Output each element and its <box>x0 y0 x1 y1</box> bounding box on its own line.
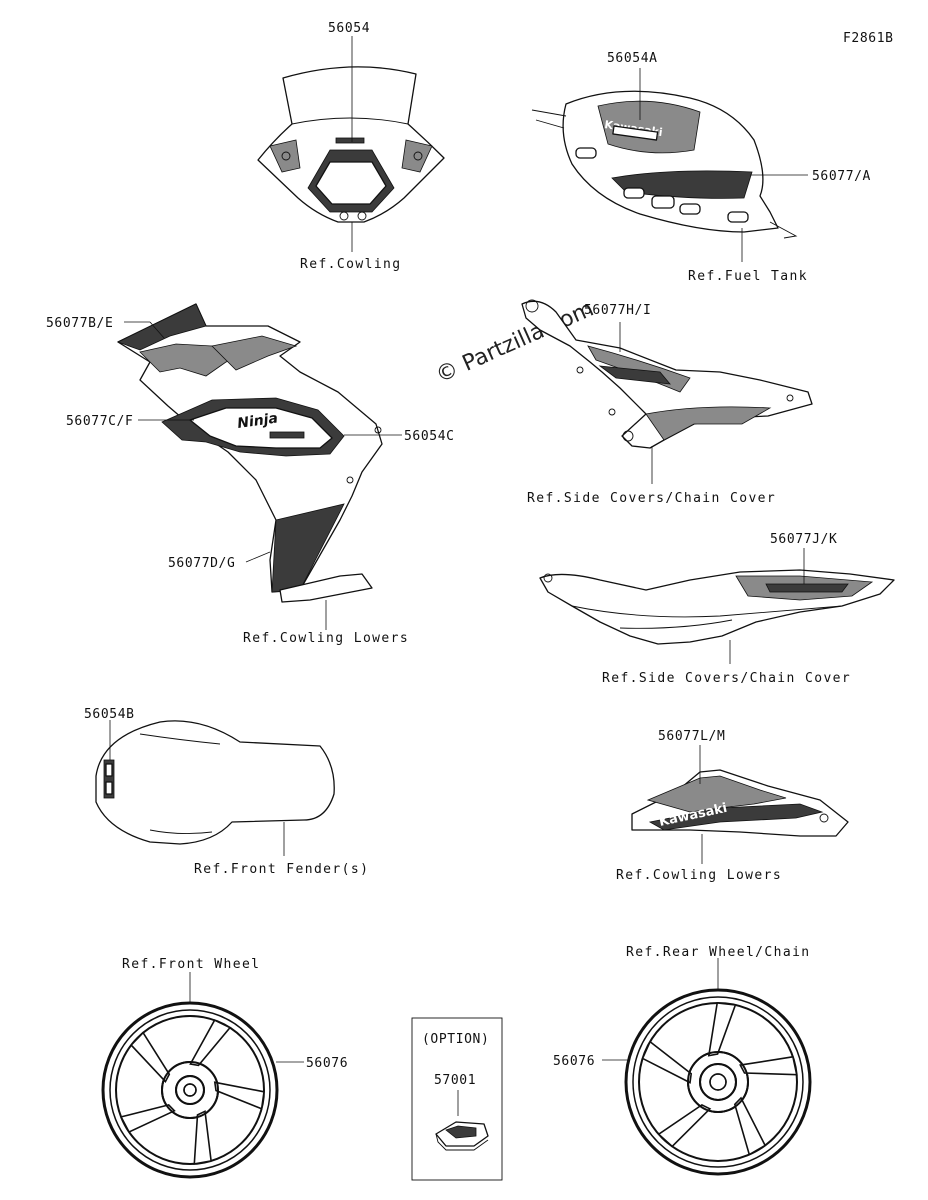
rear-wheel-spoke <box>657 1103 712 1148</box>
ninja-logo-text: Ninja <box>236 410 279 432</box>
tail-cover-ref: Ref.Side Covers/Chain Cover <box>602 671 851 686</box>
option-part-number: 57001 <box>434 1073 476 1088</box>
front-wheel-spokes <box>119 1019 265 1165</box>
windshield-part-number: 56054 <box>328 21 370 36</box>
side-cover-ref: Ref.Side Covers/Chain Cover <box>527 491 776 506</box>
front-wheel-spoke <box>130 1031 171 1083</box>
windshield-ref: Ref.Cowling <box>300 257 402 272</box>
tail-cover-group: 56077J/K Ref.Side Covers/Chain Cover <box>539 532 895 686</box>
upper-cowl-number-logo: 56054C <box>404 429 455 444</box>
front-fender-part[interactable] <box>95 720 335 845</box>
option-group: (OPTION) 57001 <box>411 1017 503 1181</box>
front-fender-ref: Ref.Front Fender(s) <box>194 862 369 877</box>
option-title: (OPTION) <box>422 1032 489 1047</box>
side-cover-part-number: 56077H/I <box>584 303 651 318</box>
front-wheel-part-number: 56076 <box>306 1056 348 1071</box>
upper-cowl-group: Ninja 56077B/E 56077C/F 56054C 56077D/G … <box>46 303 455 646</box>
front-wheel-hub <box>161 1061 219 1119</box>
windshield-group: 56054 Ref.Cowling <box>257 21 445 272</box>
front-fender-part-number: 56054B <box>84 707 135 722</box>
rear-wheel-spoke <box>641 1040 693 1084</box>
lower-cowl-part-number: 56077L/M <box>658 729 725 744</box>
rear-wheel-ref: Ref.Rear Wheel/Chain <box>626 945 811 960</box>
rear-wheel-spokes <box>641 1002 798 1156</box>
rear-wheel-spoke <box>707 1002 737 1057</box>
lower-cowl-ref: Ref.Cowling Lowers <box>616 868 782 883</box>
rear-wheel-spoke <box>733 1096 767 1156</box>
lower-cowl-group: Kawasaki 56077L/M Ref.Cowling Lowers <box>616 729 849 883</box>
front-wheel-ref: Ref.Front Wheel <box>122 957 260 972</box>
front-wheel-spoke <box>189 1019 232 1067</box>
fuel-tank-ref: Ref.Fuel Tank <box>688 269 808 284</box>
figure-code: F2861B <box>843 31 894 46</box>
rear-wheel-hub <box>687 1051 749 1113</box>
front-wheel-spoke <box>213 1081 265 1110</box>
rear-wheel-part-number: 56076 <box>553 1054 595 1069</box>
option-box <box>411 1017 503 1181</box>
fuel-tank-part-number: 56054A <box>607 51 658 66</box>
upper-cowl-number-low: 56077D/G <box>168 556 235 571</box>
side-cover-group: 56077H/I Ref.Side Covers/Chain Cover <box>521 299 813 506</box>
front-wheel-spoke <box>193 1110 212 1165</box>
rear-wheel-spoke <box>739 1055 798 1076</box>
option-part[interactable] <box>435 1121 489 1151</box>
fuel-tank-group: Kawasaki 56054A 56077/A Ref.Fuel Tank <box>531 51 871 284</box>
upper-cowl-ref: Ref.Cowling Lowers <box>243 631 409 646</box>
fuel-tank-part-number-2: 56077/A <box>812 169 871 184</box>
upper-cowl-number-mid: 56077C/F <box>66 414 133 429</box>
upper-cowl-number-top: 56077B/E <box>46 316 113 331</box>
windshield-part[interactable] <box>257 66 445 223</box>
front-fender-group: 56054B Ref.Front Fender(s) <box>84 707 369 877</box>
tail-cover-part-number: 56077J/K <box>770 532 837 547</box>
front-wheel-spoke <box>119 1104 176 1134</box>
front-wheel-group: 56076 Ref.Front Wheel <box>101 957 348 1179</box>
